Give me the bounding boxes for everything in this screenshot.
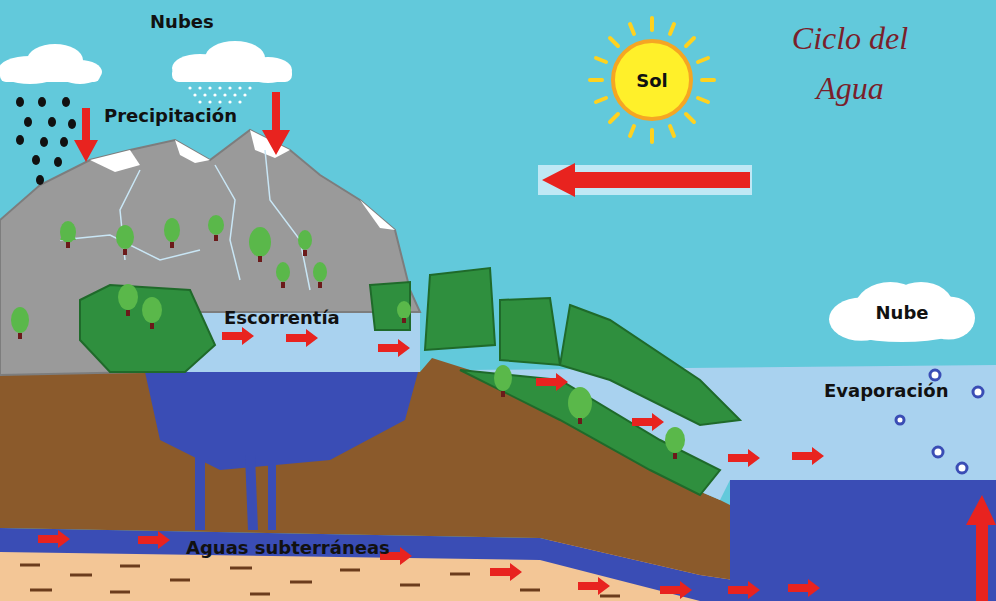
process-label: Evaporación	[824, 381, 948, 401]
node-label: Sol	[636, 70, 668, 91]
diagram-title: Ciclo del Agua	[790, 14, 910, 113]
sun-circle: Sol	[610, 38, 694, 122]
cloud-label: Nubes	[150, 12, 214, 32]
cloud-shape: Nube	[829, 282, 975, 342]
process-label: Escorrentía	[224, 308, 340, 328]
process-label: Aguas subterráneas	[186, 538, 390, 558]
node-label: Nube	[876, 302, 929, 323]
process-label: Precipitación	[104, 106, 237, 126]
